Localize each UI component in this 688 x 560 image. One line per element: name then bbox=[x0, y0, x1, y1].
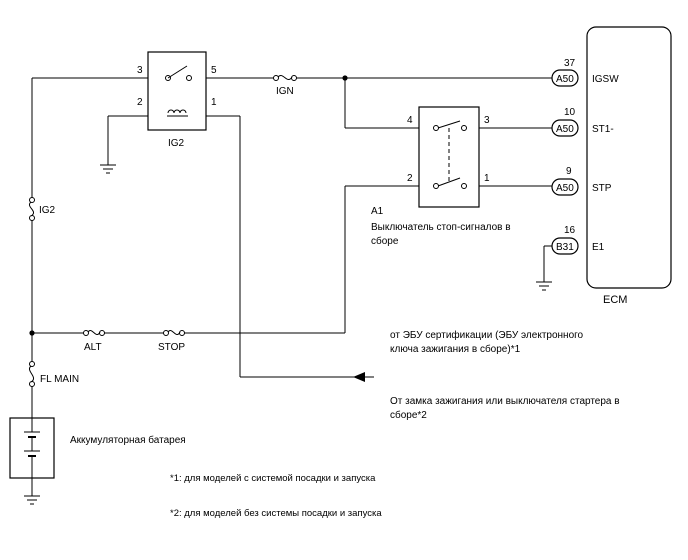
fuse-ig2: IG2 bbox=[29, 197, 56, 221]
ecm-label: ECM bbox=[603, 294, 627, 306]
switch-pin-2: 2 bbox=[407, 173, 413, 184]
ground-icon bbox=[536, 281, 552, 291]
switch-name-line2: сборе bbox=[371, 235, 399, 247]
connector-id: A50 bbox=[556, 124, 574, 135]
ground-icon bbox=[100, 164, 116, 174]
pin-number: 37 bbox=[564, 58, 576, 69]
switch-pin-4: 4 bbox=[407, 115, 413, 126]
fuse-stop: STOP bbox=[158, 330, 185, 353]
ecm-block: ECM bbox=[586, 26, 672, 306]
fuse-ig2-label: IG2 bbox=[39, 205, 56, 216]
connector-id: A50 bbox=[556, 183, 574, 194]
connector-id: A50 bbox=[556, 74, 574, 85]
footnote-1: *1: для моделей с системой посадки и зап… bbox=[170, 473, 376, 484]
pin-number: 10 bbox=[564, 107, 576, 118]
pin-name: ST1- bbox=[592, 124, 614, 135]
wiring bbox=[29, 75, 552, 496]
note-ign-switch-line1: От замка зажигания или выключателя старт… bbox=[390, 396, 620, 407]
relay-pin-3: 3 bbox=[137, 65, 143, 76]
fuse-ign-label: IGN bbox=[276, 86, 294, 97]
switch-name-line1: Выключатель стоп-сигналов в bbox=[371, 222, 511, 233]
footnote-2: *2: для моделей без системы посадки и за… bbox=[170, 508, 382, 519]
fuse-fl-main: FL MAIN bbox=[29, 361, 79, 387]
switch-id: A1 bbox=[371, 206, 384, 217]
fuse-fl-main-label: FL MAIN bbox=[40, 374, 79, 385]
pin-name: STP bbox=[592, 183, 612, 194]
pin-name: IGSW bbox=[592, 74, 619, 85]
relay-pin-2: 2 bbox=[137, 97, 143, 108]
battery-label: Аккумуляторная батарея bbox=[70, 434, 186, 446]
ig2-relay: 3 5 2 1 IG2 bbox=[137, 51, 217, 149]
arrow-left-icon bbox=[353, 372, 365, 382]
connector-id: B31 bbox=[556, 242, 574, 253]
stop-light-switch: 4 3 2 1 A1 Выключатель стоп-сигналов в с… bbox=[371, 106, 511, 247]
note-cert-ecu-line1: от ЭБУ сертификации (ЭБУ электронного bbox=[390, 329, 584, 341]
fuse-ign: IGN bbox=[273, 75, 297, 97]
note-ign-switch-line2: сборе*2 bbox=[390, 409, 427, 421]
ecm-pin-stp: 9 A50 STP bbox=[551, 166, 612, 196]
pin-number: 16 bbox=[564, 225, 576, 236]
switch-pin-1: 1 bbox=[484, 173, 490, 184]
note-cert-ecu-line2: ключа зажигания в сборе)*1 bbox=[390, 343, 521, 355]
ecm-pin-st1: 10 A50 ST1- bbox=[551, 107, 614, 137]
notes: от ЭБУ сертификации (ЭБУ электронного кл… bbox=[170, 329, 620, 519]
ground-icon bbox=[24, 495, 40, 505]
relay-pin-5: 5 bbox=[211, 65, 217, 76]
pin-name: E1 bbox=[592, 242, 605, 253]
fuse-stop-label: STOP bbox=[158, 342, 185, 353]
relay-pin-1: 1 bbox=[211, 97, 217, 108]
relay-label: IG2 bbox=[168, 138, 185, 149]
switch-pin-3: 3 bbox=[484, 115, 490, 126]
battery: Аккумуляторная батарея bbox=[9, 417, 186, 479]
fuse-alt: ALT bbox=[83, 330, 105, 353]
pin-number: 9 bbox=[566, 166, 572, 177]
fuse-alt-label: ALT bbox=[84, 342, 102, 353]
ecm-pin-e1: 16 B31 E1 bbox=[551, 225, 605, 255]
